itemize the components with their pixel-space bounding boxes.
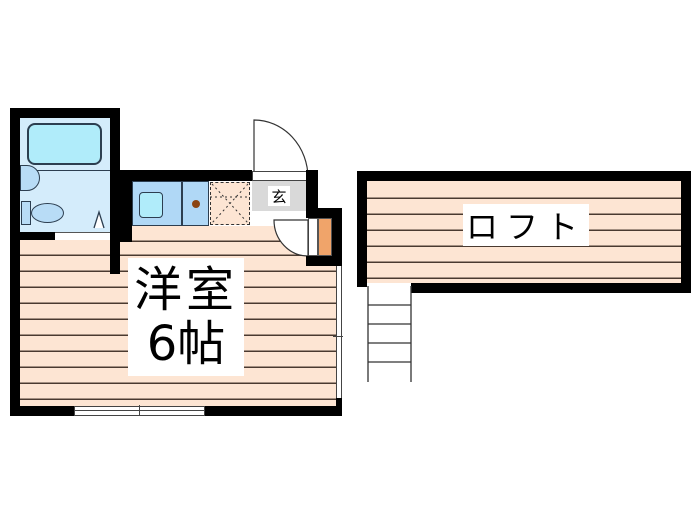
loft-wall-left bbox=[357, 171, 367, 287]
loft-label: ロフト bbox=[465, 208, 586, 246]
wall-left bbox=[10, 108, 20, 416]
main-room-label: 洋室 6帖 bbox=[128, 258, 244, 376]
wall-kitchen-top bbox=[120, 170, 252, 181]
wall-cabinet-top bbox=[306, 208, 342, 218]
entrance-door-threshold bbox=[252, 171, 310, 181]
entrance-label: 玄 bbox=[268, 186, 290, 206]
bath-threshold bbox=[55, 232, 110, 240]
room-door-icon[interactable] bbox=[272, 218, 310, 258]
room-size: 6帖 bbox=[146, 316, 226, 372]
fridge-space-x-icon bbox=[210, 183, 250, 224]
window-bottom-mullion bbox=[139, 405, 140, 415]
room-name: 洋室 bbox=[133, 262, 238, 318]
loft-label-box: ロフト bbox=[463, 204, 589, 246]
wall-bottom-left bbox=[10, 406, 74, 416]
wall-cabinet-bottom bbox=[306, 256, 342, 266]
washbasin-icon bbox=[20, 165, 40, 191]
wall-bath-right bbox=[110, 108, 120, 188]
loft-wall-top bbox=[357, 171, 691, 181]
toilet-tank-icon bbox=[21, 201, 31, 225]
loft-ladder-icon[interactable] bbox=[366, 286, 414, 384]
bath-door-marker-icon bbox=[93, 209, 105, 229]
wall-entrance-right bbox=[306, 170, 318, 218]
shoe-cabinet bbox=[318, 218, 332, 256]
wall-bath-bottom bbox=[20, 232, 55, 240]
wall-bath-top bbox=[10, 108, 120, 118]
toilet-bowl-icon bbox=[31, 203, 64, 223]
wall-cabinet-right bbox=[332, 208, 342, 266]
window-right[interactable] bbox=[336, 266, 342, 398]
bathtub-icon bbox=[27, 123, 102, 165]
window-right-mullion bbox=[333, 336, 343, 337]
loft-wall-bottom bbox=[411, 283, 691, 293]
wall-right-bottom bbox=[336, 398, 342, 416]
kitchen-corridor-floor bbox=[130, 226, 310, 242]
wall-bottom-right bbox=[205, 406, 342, 416]
bath-divider bbox=[20, 170, 110, 171]
wall-bath-right-lower bbox=[120, 170, 132, 242]
stove-burner-icon bbox=[192, 200, 200, 208]
wall-partition bbox=[110, 188, 120, 274]
loft-wall-right bbox=[681, 171, 691, 293]
entrance: 玄 bbox=[252, 181, 306, 211]
kitchen-sink-icon bbox=[139, 192, 163, 218]
